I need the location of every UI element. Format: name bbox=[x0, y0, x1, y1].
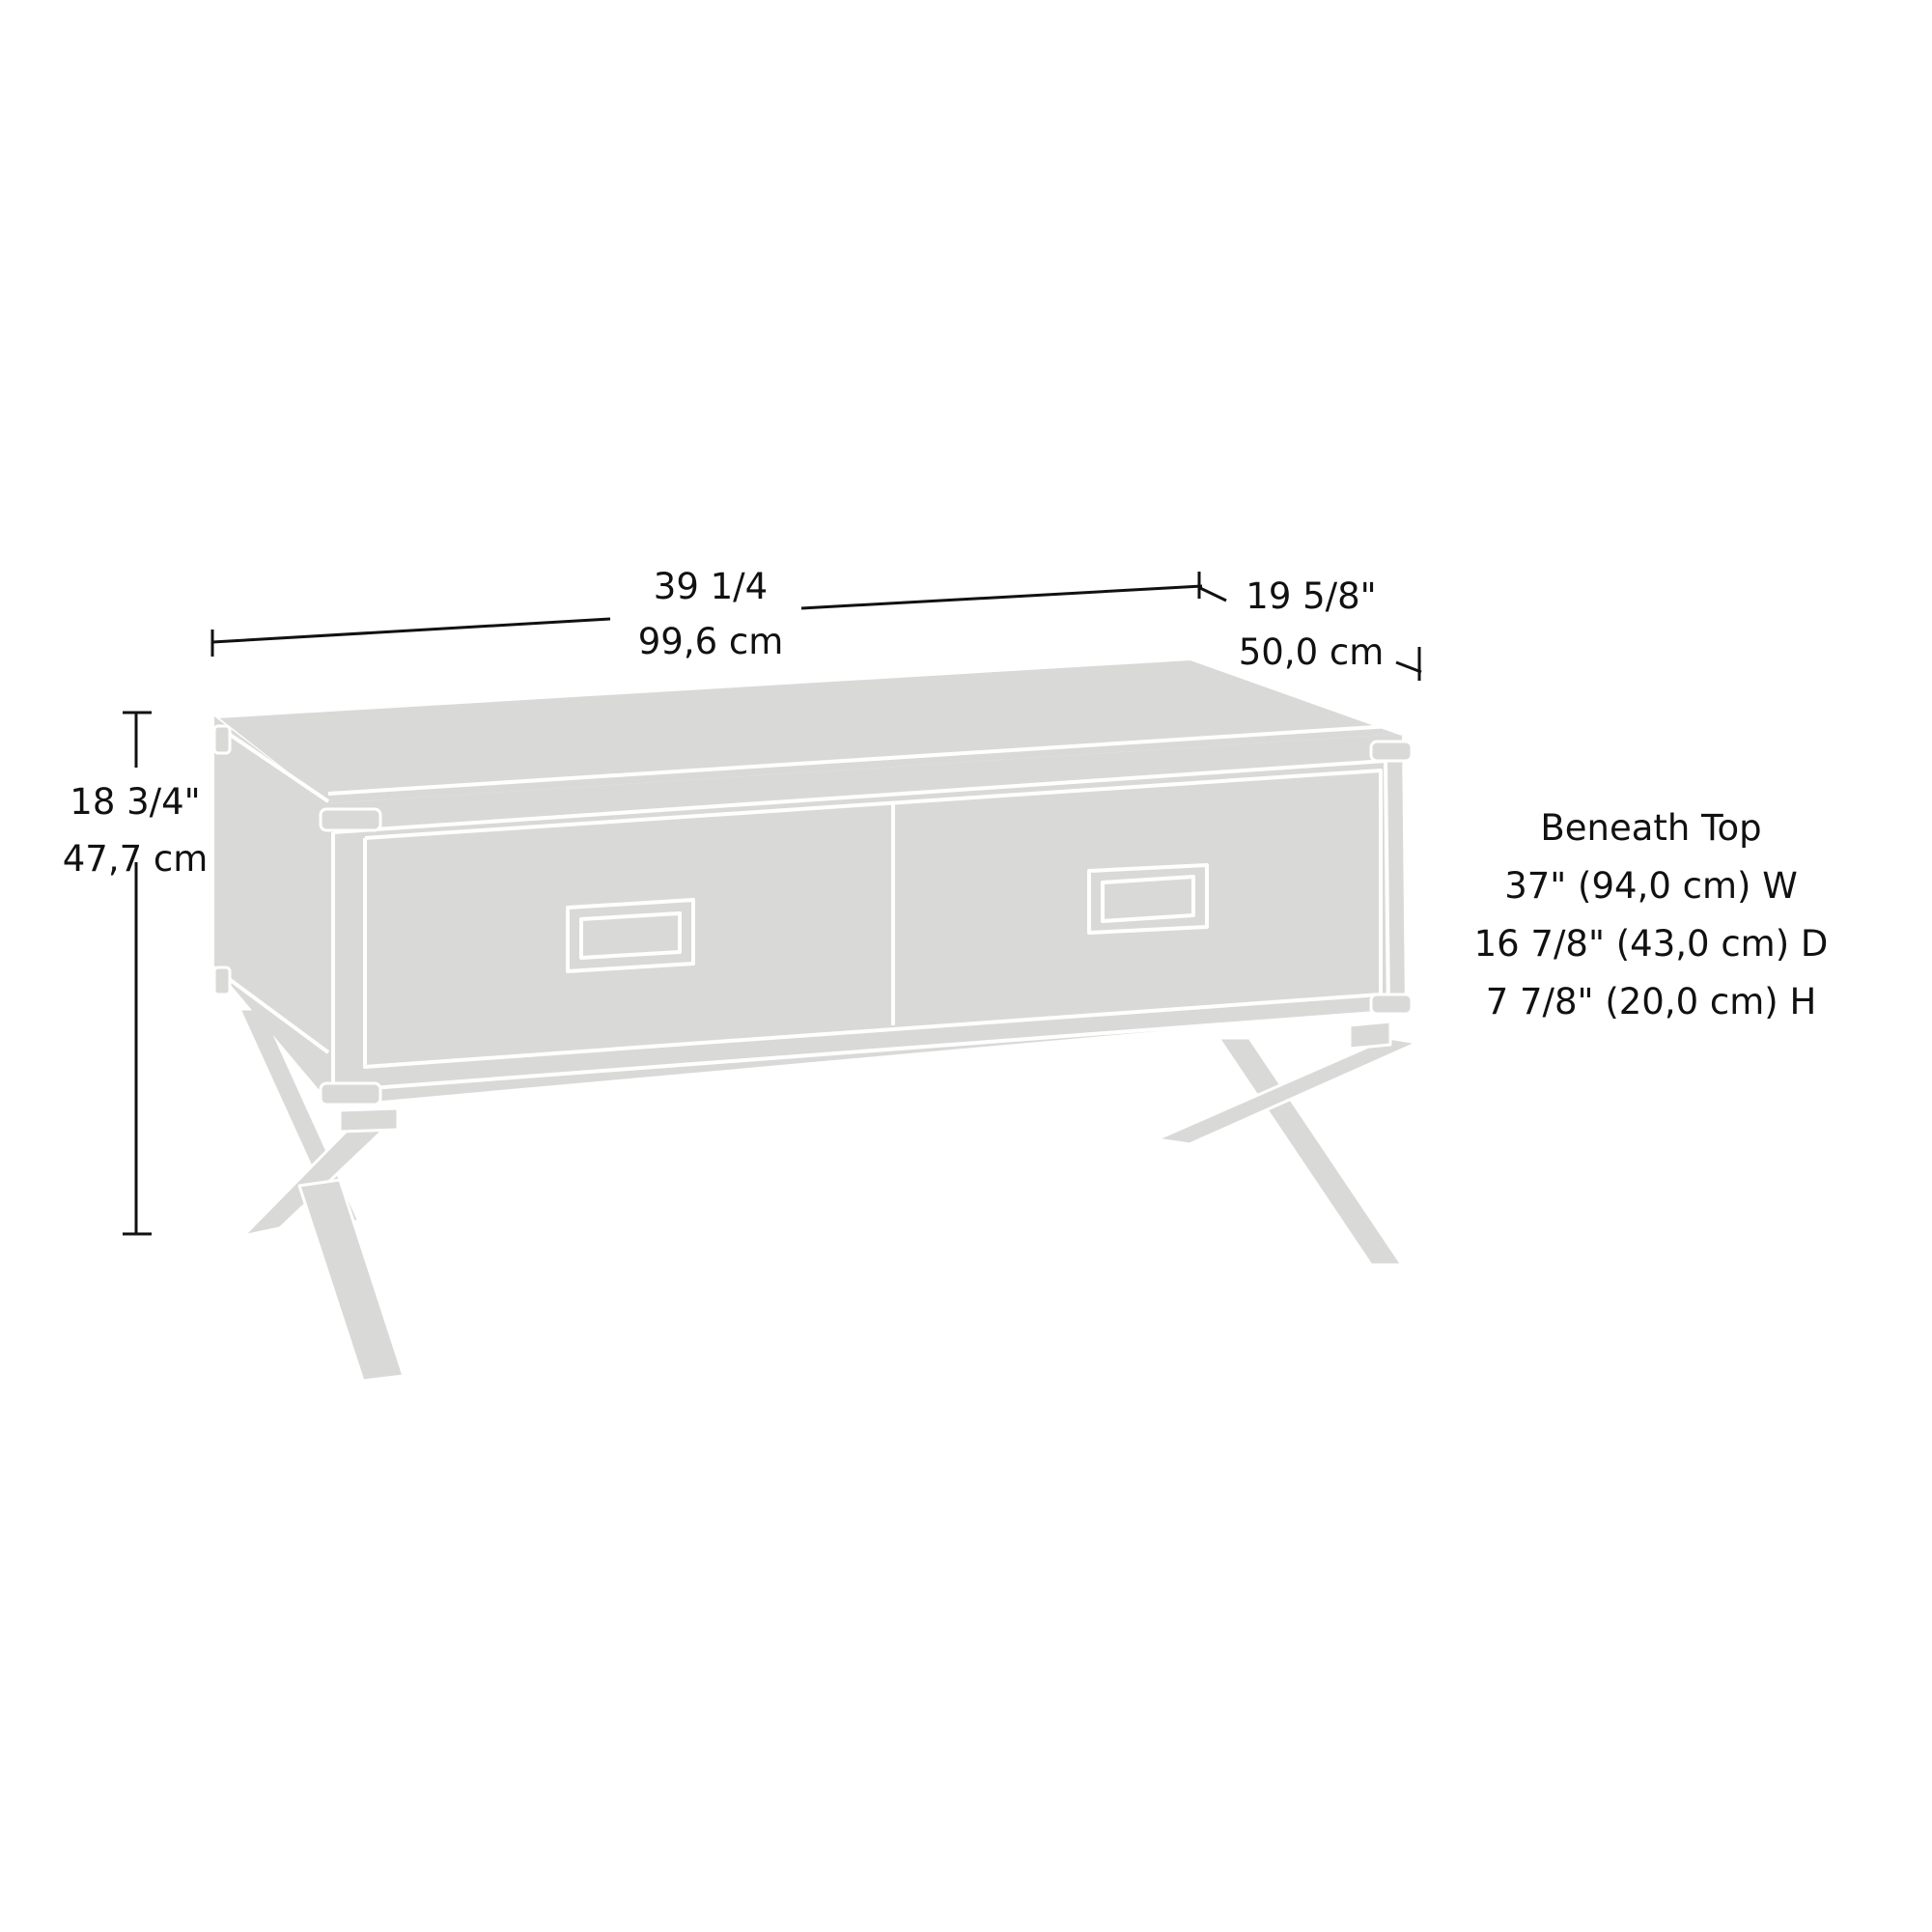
width-imperial-label: 39 1/4 bbox=[654, 566, 768, 607]
depth-metric-label: 50,0 cm bbox=[1239, 631, 1385, 673]
depth-line-bottom bbox=[1395, 660, 1422, 674]
bracket-top-right bbox=[1369, 740, 1414, 763]
left-handle-plate bbox=[566, 898, 695, 973]
depth-line-top bbox=[1199, 586, 1227, 602]
top-back-edge bbox=[216, 657, 1403, 736]
top-left-edge bbox=[215, 724, 330, 803]
bracket-top-left bbox=[319, 807, 382, 832]
coffee-table-illustration bbox=[212, 657, 1419, 1383]
width-line-left bbox=[211, 617, 611, 644]
right-x-legs bbox=[1155, 1020, 1419, 1267]
table-top-surface bbox=[217, 658, 1402, 803]
depth-dimension: 19 5/8" 50,0 cm bbox=[1199, 575, 1422, 681]
height-metric-label: 47,7 cm bbox=[63, 838, 209, 880]
right-leg-top-block bbox=[1348, 1020, 1392, 1050]
height-dimension: 18 3/4" 47,7 cm bbox=[63, 711, 209, 1236]
bracket-side-top bbox=[212, 724, 232, 755]
width-metric-label: 99,6 cm bbox=[638, 621, 784, 662]
height-imperial-label: 18 3/4" bbox=[70, 781, 200, 823]
beneath-top-title: Beneath Top bbox=[1540, 807, 1761, 849]
top-front-edge bbox=[327, 724, 1391, 796]
bracket-side-bottom bbox=[212, 966, 232, 996]
right-handle-grip bbox=[1101, 875, 1195, 923]
beneath-top-note: Beneath Top 37" (94,0 cm) W 16 7/8" (43,… bbox=[1474, 807, 1829, 1022]
depth-imperial-label: 19 5/8" bbox=[1246, 575, 1376, 617]
left-handle-grip bbox=[579, 911, 682, 960]
right-drawer-handle bbox=[1087, 863, 1209, 935]
left-leg-front-bar bbox=[297, 1178, 406, 1383]
beneath-top-width: 37" (94,0 cm) W bbox=[1504, 865, 1798, 907]
bracket-bottom-right bbox=[1369, 993, 1414, 1016]
left-side-panel bbox=[214, 716, 328, 1101]
right-handle-plate bbox=[1087, 863, 1209, 935]
width-line-right bbox=[800, 584, 1203, 610]
left-leg-top-block bbox=[338, 1106, 400, 1134]
left-panel-lower-edge bbox=[215, 968, 330, 1054]
width-dimension: 39 1/4 99,6 cm bbox=[210, 566, 1203, 662]
beneath-top-depth: 16 7/8" (43,0 cm) D bbox=[1474, 923, 1829, 965]
corner-brackets bbox=[212, 724, 1414, 1106]
bracket-bottom-left bbox=[319, 1081, 382, 1106]
left-drawer-handle bbox=[566, 898, 695, 973]
right-leg-back-bar bbox=[1155, 1036, 1419, 1146]
beneath-top-height: 7 7/8" (20,0 cm) H bbox=[1486, 981, 1817, 1022]
